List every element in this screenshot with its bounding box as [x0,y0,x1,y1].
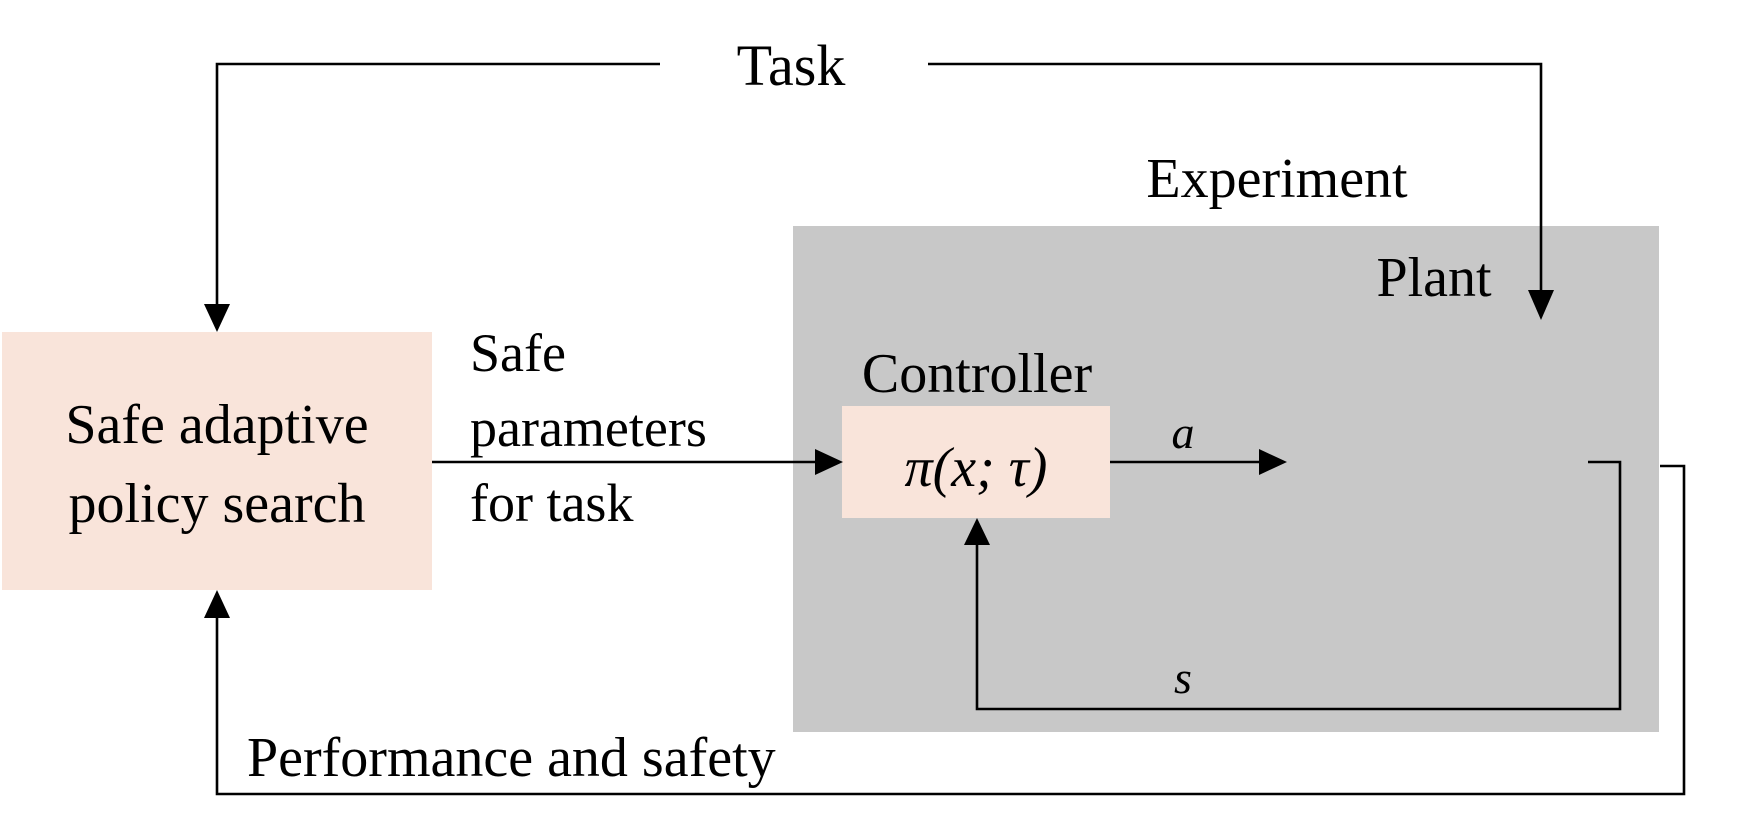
safe-params-line2: parameters [470,398,707,458]
policy-search-line1: Safe adaptive [65,394,368,456]
state-label: s [1174,652,1192,703]
task-arrowhead-left [204,304,230,332]
performance-arrowhead [204,590,230,618]
controller-label: Controller [862,343,1093,405]
safe-params-line3: for task [470,473,633,533]
controller-block [842,406,1110,518]
safe-params-line1: Safe [470,323,566,383]
task-line-right [928,62,1543,292]
state-feedback-line [975,460,1622,711]
policy-search-line2: policy search [69,473,366,535]
performance-line [215,464,1686,796]
task-arrowhead-right [1528,290,1554,320]
action-label: a [1172,407,1195,458]
task-line-left [215,62,660,307]
task-label: Task [737,33,846,98]
state-arrowhead [964,518,990,545]
policy-search-block [2,332,432,590]
plant-label: Plant [1376,247,1492,309]
params-arrowhead [815,449,843,475]
performance-label: Performance and safety [247,727,776,789]
action-arrowhead [1259,449,1287,475]
controller-formula: π(x; τ) [905,437,1048,499]
experiment-label: Experiment [1146,148,1408,210]
